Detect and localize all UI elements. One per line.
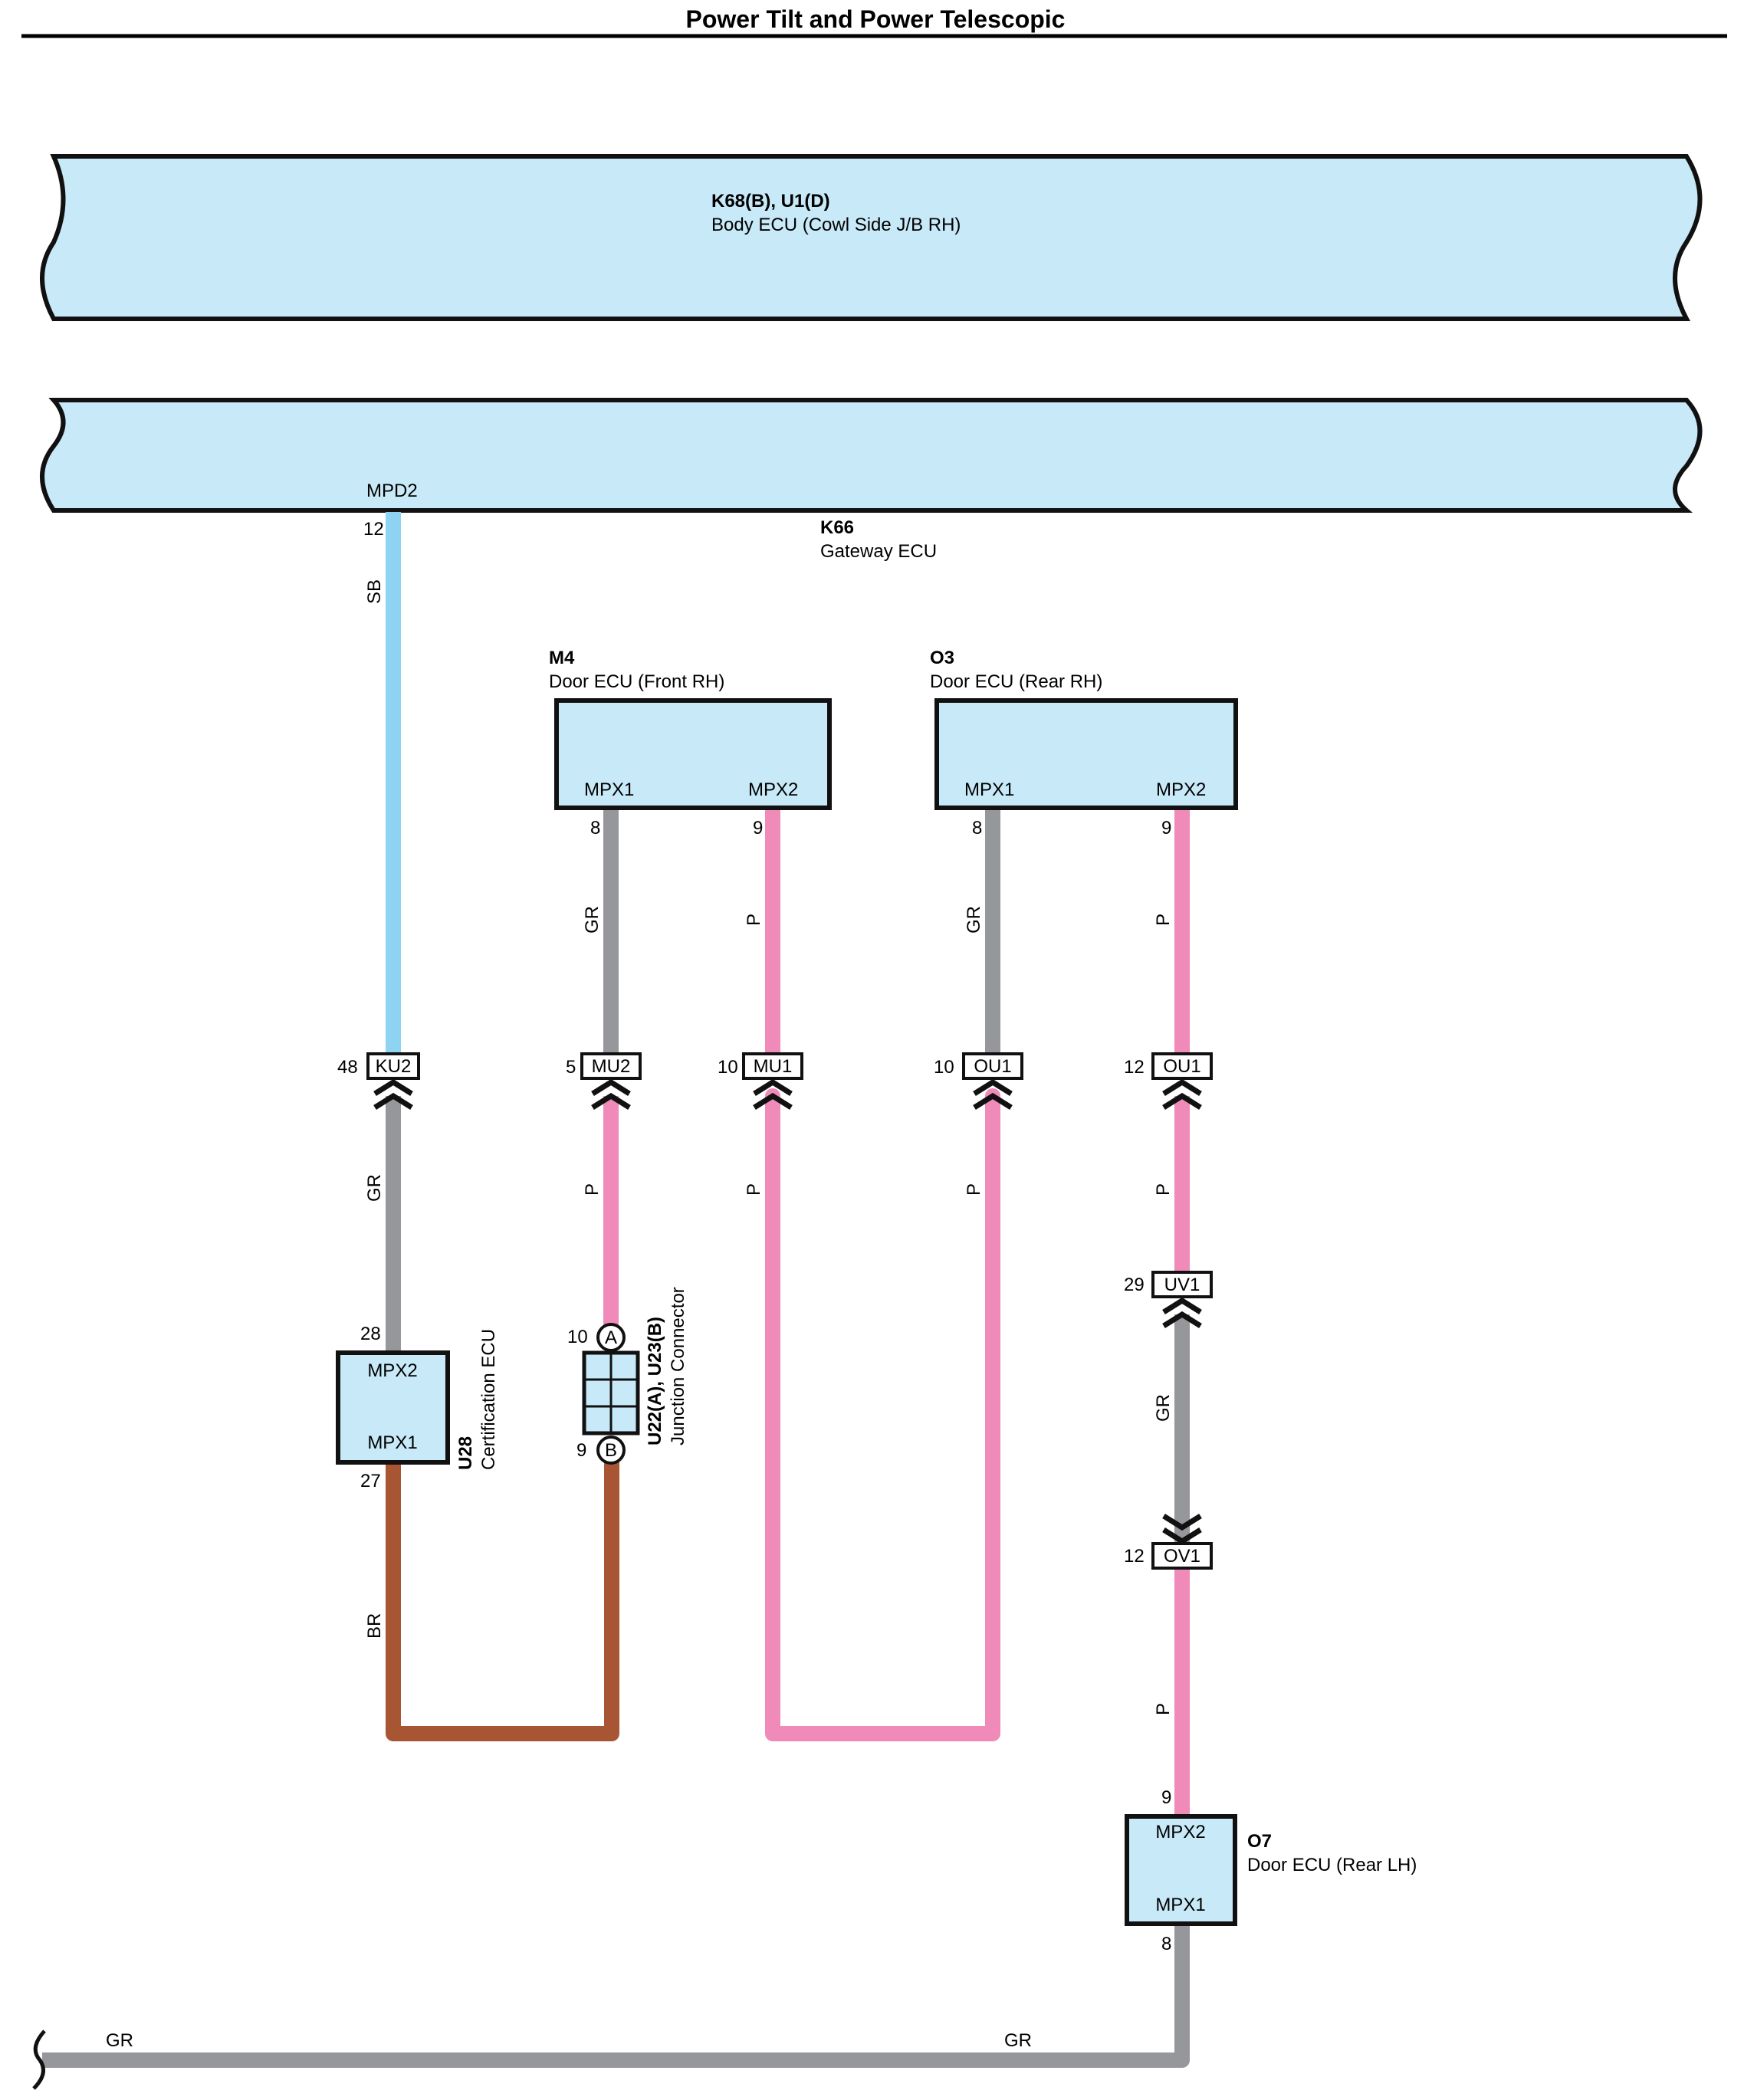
m4-p1: 8 (590, 818, 600, 838)
o3-code: O3 (930, 648, 954, 668)
wire-label-p-3: P (744, 1183, 764, 1196)
junction-a: A (605, 1327, 617, 1348)
connector-ou1-a: 10 OU1 (934, 1052, 1023, 1110)
wire-label-p-1: P (582, 1183, 603, 1196)
junction-name: Junction Connector (668, 1287, 688, 1445)
wire-label-p-5: P (1153, 914, 1174, 926)
page-title: Power Tilt and Power Telescopic (686, 5, 1066, 33)
m4-p2: 9 (753, 818, 763, 838)
mu2-label: MU2 (592, 1056, 631, 1077)
wire-gr-o7-bottom (42, 1924, 1190, 2068)
ov1-pin: 12 (1124, 1546, 1145, 1567)
cert-p-top: 28 (360, 1324, 381, 1344)
body-ecu-code: K68(B), U1(D) (711, 191, 830, 212)
o3-p1: 8 (972, 818, 982, 838)
wire-label-sb: SB (364, 579, 385, 604)
o3-name: Door ECU (Rear RH) (930, 671, 1102, 692)
m4-t1: MPX1 (584, 779, 634, 800)
connector-ku2: 48 KU2 (337, 1052, 420, 1110)
uv1-pin: 29 (1124, 1275, 1145, 1295)
gateway-terminal: MPD2 (366, 481, 418, 501)
cert-ecu-block (336, 1350, 450, 1465)
ou1b-label: OU1 (1163, 1056, 1200, 1077)
gateway-ecu-name: Gateway ECU (820, 541, 937, 562)
cert-p-bot: 27 (360, 1471, 381, 1491)
mu1-label: MU1 (754, 1056, 793, 1077)
o7-t-top: MPX2 (1155, 1822, 1205, 1842)
ou1a-label: OU1 (974, 1056, 1011, 1077)
wire-label-gr-5: GR (106, 2030, 133, 2051)
o7-p-bot: 8 (1161, 1934, 1171, 1954)
mu1-pin: 10 (718, 1057, 738, 1078)
junction-code: U22(A), U23(B) (645, 1317, 665, 1445)
m4-code: M4 (549, 648, 575, 668)
wire-br-cert-junction (386, 1452, 619, 1741)
o3-p2: 9 (1161, 818, 1171, 838)
wire-label-p-6: P (1153, 1183, 1174, 1196)
body-ecu-block (40, 154, 1703, 321)
o3-t1: MPX1 (964, 779, 1014, 800)
wire-label-gr-3: GR (964, 906, 984, 934)
gateway-ecu-code: K66 (820, 517, 854, 538)
connector-ov1: 12 OV1 (1124, 1514, 1213, 1570)
m4-t2: MPX2 (748, 779, 798, 800)
ou1a-pin: 10 (934, 1057, 954, 1078)
connector-mu2: 5 MU2 (566, 1052, 642, 1110)
junction-pa: 10 (567, 1327, 588, 1347)
gateway-ecu-block (40, 398, 1703, 513)
junction-connector: 10 A 9 B U22(A), U23(B) Junction Connect… (567, 1287, 688, 1465)
connector-mu1: 10 MU1 (718, 1052, 803, 1110)
uv1-label: UV1 (1164, 1275, 1200, 1295)
wire-label-p-4: P (964, 1183, 984, 1196)
junction-pb: 9 (576, 1440, 586, 1461)
wire-p-mu1-ou1 (765, 1088, 1000, 1741)
wire-label-p-2: P (744, 914, 764, 926)
m4-name: Door ECU (Front RH) (549, 671, 724, 692)
cert-name: Certification ECU (478, 1329, 499, 1470)
gateway-pin: 12 (363, 519, 384, 540)
wire-label-br: BR (364, 1613, 385, 1639)
ku2-label: KU2 (376, 1056, 412, 1077)
o7-code: O7 (1247, 1831, 1272, 1852)
connector-uv1: 29 UV1 (1124, 1271, 1213, 1328)
wire-label-gr-6: GR (1004, 2030, 1032, 2051)
wire-label-gr-2: GR (582, 906, 603, 934)
o3-block (934, 698, 1238, 810)
o7-p-top: 9 (1161, 1787, 1171, 1808)
o3-t2: MPX2 (1156, 779, 1206, 800)
o7-t-bot: MPX1 (1155, 1895, 1205, 1915)
cert-t-bot: MPX1 (367, 1432, 417, 1453)
wire-label-gr-1: GR (364, 1174, 385, 1202)
mu2-pin: 5 (566, 1057, 576, 1078)
o7-name: Door ECU (Rear LH) (1247, 1855, 1417, 1875)
wire-break-mark (32, 2029, 46, 2090)
ku2-pin: 48 (337, 1057, 358, 1078)
cert-code: U28 (455, 1436, 476, 1470)
wire-label-gr-4: GR (1153, 1394, 1174, 1422)
ov1-label: OV1 (1164, 1546, 1200, 1567)
junction-b: B (605, 1440, 617, 1461)
connector-ou1-b: 12 OU1 (1124, 1052, 1213, 1110)
o7-block (1125, 1814, 1237, 1926)
wire-label-p-7: P (1153, 1703, 1174, 1715)
m4-block (554, 698, 832, 810)
body-ecu-name: Body ECU (Cowl Side J/B RH) (711, 215, 961, 235)
ou1b-pin: 12 (1124, 1057, 1145, 1078)
cert-t-top: MPX2 (367, 1360, 417, 1381)
